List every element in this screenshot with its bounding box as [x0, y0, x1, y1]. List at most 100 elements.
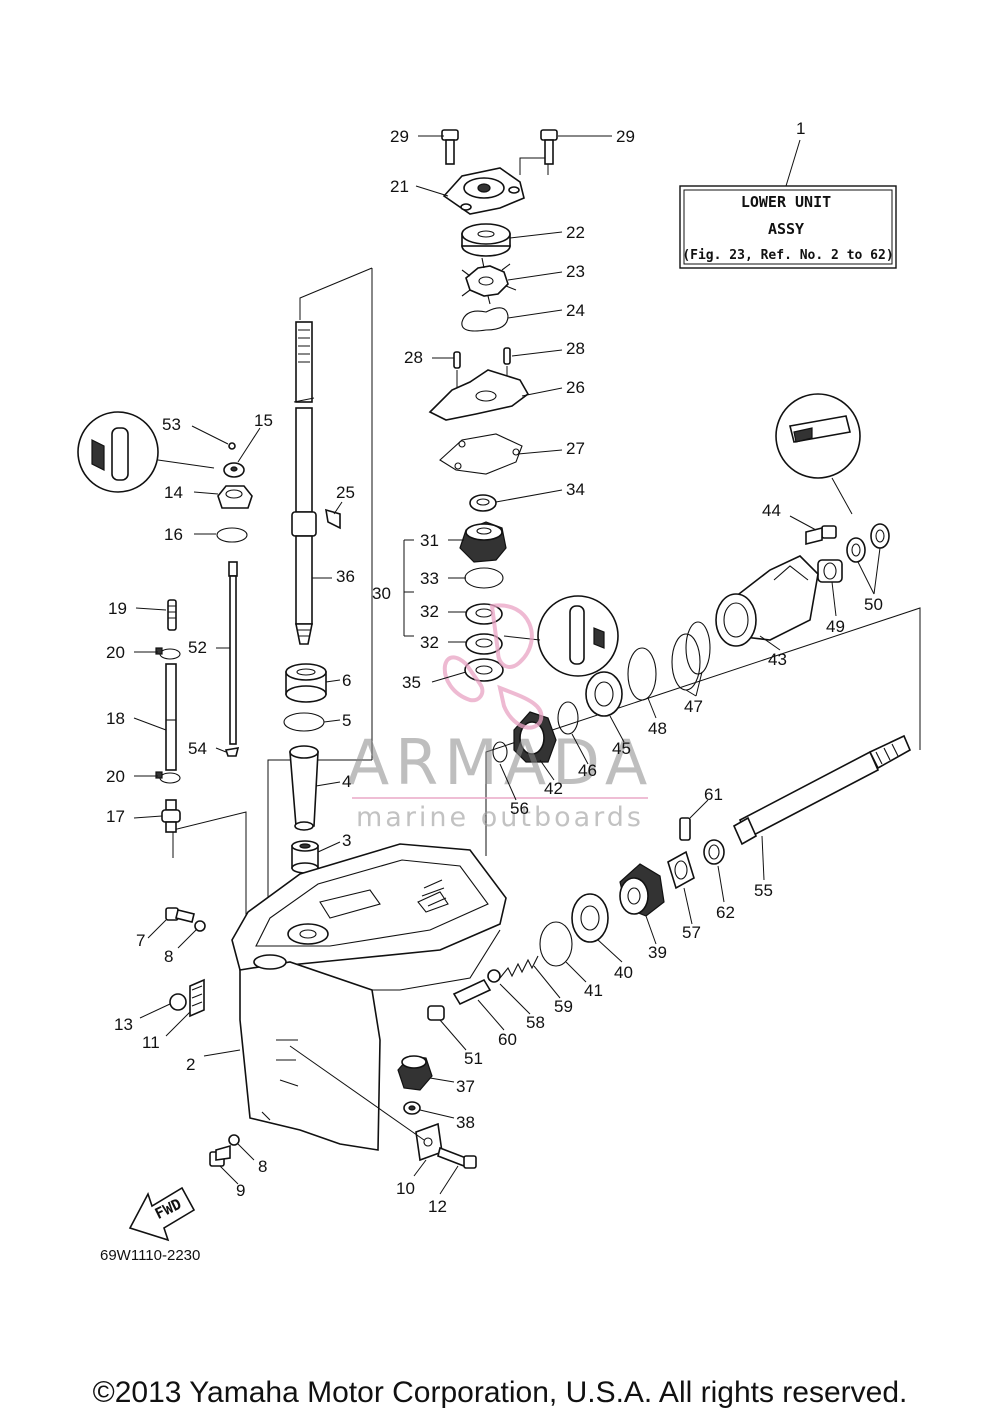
- drawing-code: 69W1110-2230: [100, 1247, 200, 1264]
- grommet-15: [223, 462, 245, 478]
- callout-41: 41: [584, 981, 603, 1000]
- callout-50: 50: [864, 595, 883, 614]
- impeller-insert-22: [461, 223, 511, 257]
- callout-6: 6: [342, 671, 351, 690]
- box-line-2: ASSY: [768, 220, 804, 238]
- callout-46: 46: [578, 761, 597, 780]
- callout-5: 5: [342, 711, 351, 730]
- callout-4: 4: [342, 772, 351, 791]
- cam-51: [427, 1005, 445, 1021]
- callout-3: 3: [342, 831, 351, 850]
- clamp-20-lower: [155, 771, 181, 784]
- callout-8: 8: [258, 1157, 267, 1176]
- nut-38: [403, 1101, 421, 1115]
- detail-inset-left: [77, 411, 215, 493]
- armada-logo-mark: [442, 603, 544, 730]
- woodruff-key-25: [325, 508, 341, 530]
- circlip-53: [228, 442, 236, 450]
- watermark: ARMADA marine outboards: [347, 603, 653, 833]
- callout-37: 37: [456, 1077, 475, 1096]
- callout-9: 9: [236, 1181, 245, 1200]
- shim-41: [539, 921, 573, 967]
- lower-case-2: [231, 843, 507, 1151]
- callout-7: 7: [136, 931, 145, 950]
- propeller-shaft-55: [732, 734, 912, 846]
- o-ring-33: [464, 567, 504, 589]
- assembly-guide-lines: [172, 157, 921, 958]
- dowel-pin-28-right: [503, 347, 511, 365]
- detail-inset-right: [775, 393, 861, 515]
- forward-arrow: FWD: [128, 1186, 196, 1242]
- ball-bearing-40: [571, 893, 609, 943]
- shim-5: [283, 712, 325, 732]
- callout-20: 20: [106, 767, 125, 786]
- callout-21: 21: [390, 177, 409, 196]
- callout-8: 8: [164, 947, 173, 966]
- gasket-27: [439, 433, 523, 475]
- dowel-pin-28-left: [453, 351, 461, 369]
- bolt-12: [437, 1146, 477, 1169]
- callout-1: 1: [796, 119, 805, 138]
- callout-38: 38: [456, 1113, 475, 1132]
- callout-53: 53: [162, 415, 181, 434]
- callout-39: 39: [648, 943, 667, 962]
- callout-28: 28: [566, 339, 585, 358]
- shift-rod-lever-14: [217, 485, 253, 509]
- callout-54: 54: [188, 739, 207, 758]
- callout-15: 15: [254, 411, 273, 430]
- callout-57: 57: [682, 923, 701, 942]
- callout-60: 60: [498, 1030, 517, 1049]
- fasteners: [165, 907, 477, 1169]
- clamp-20-upper: [155, 647, 181, 660]
- needle-bearing-49: [817, 559, 843, 583]
- shift-rod-tube-18: [165, 663, 177, 771]
- callout-11: 11: [142, 1033, 160, 1052]
- callout-30: 30: [372, 584, 391, 603]
- callout-33: 33: [420, 569, 439, 588]
- callout-14: 14: [164, 483, 183, 502]
- watermark-brand: ARMADA: [347, 726, 653, 799]
- callout-leaders: [133, 135, 881, 1195]
- callout-58: 58: [526, 1013, 545, 1032]
- bolt-44: [805, 525, 837, 546]
- bolt-9: [209, 1144, 231, 1167]
- pinion-37: [397, 1055, 433, 1091]
- callout-59: 59: [554, 997, 573, 1016]
- callout-27: 27: [566, 439, 585, 458]
- callout-22: 22: [566, 223, 585, 242]
- bolt-29-left: [441, 129, 459, 165]
- assembly-reference-box: 1 LOWER UNIT ASSY (Fig. 23, Ref. No. 2 t…: [679, 119, 897, 269]
- watermark-tagline: marine outboards: [356, 802, 644, 833]
- callout-34: 34: [566, 480, 585, 499]
- ball-58: [487, 969, 501, 983]
- callout-17: 17: [106, 807, 125, 826]
- oil-seal-32-lower: [465, 633, 503, 655]
- callout-25: 25: [336, 483, 355, 502]
- callout-52: 52: [188, 638, 207, 657]
- callout-44: 44: [762, 501, 781, 520]
- oil-seal-50-b: [870, 523, 890, 549]
- bolt-7: [165, 907, 195, 923]
- shim-56: [492, 741, 508, 763]
- callout-35: 35: [402, 673, 421, 692]
- drive-shaft-36: [291, 321, 317, 645]
- callout-28: 28: [404, 348, 423, 367]
- outer-plate-26: [428, 369, 530, 421]
- bolt-29-right: [540, 129, 558, 165]
- seal-16: [216, 527, 248, 543]
- shim-46: [557, 701, 579, 735]
- callout-10: 10: [396, 1179, 415, 1198]
- nut-13: [169, 993, 187, 1011]
- copyright-notice: ©2013 Yamaha Motor Corporation, U.S.A. A…: [92, 1376, 908, 1409]
- callout-24: 24: [566, 301, 585, 320]
- callout-40: 40: [614, 963, 633, 982]
- callout-51: 51: [464, 1049, 483, 1068]
- callout-48: 48: [648, 719, 667, 738]
- detail-inset-center: [503, 595, 619, 677]
- callout-43: 43: [768, 650, 787, 669]
- callout-19: 19: [108, 599, 127, 618]
- bolt-19: [167, 599, 177, 631]
- callout-56: 56: [510, 799, 529, 818]
- callout-47: 47: [684, 697, 703, 716]
- dog-clutch-57: [667, 850, 695, 890]
